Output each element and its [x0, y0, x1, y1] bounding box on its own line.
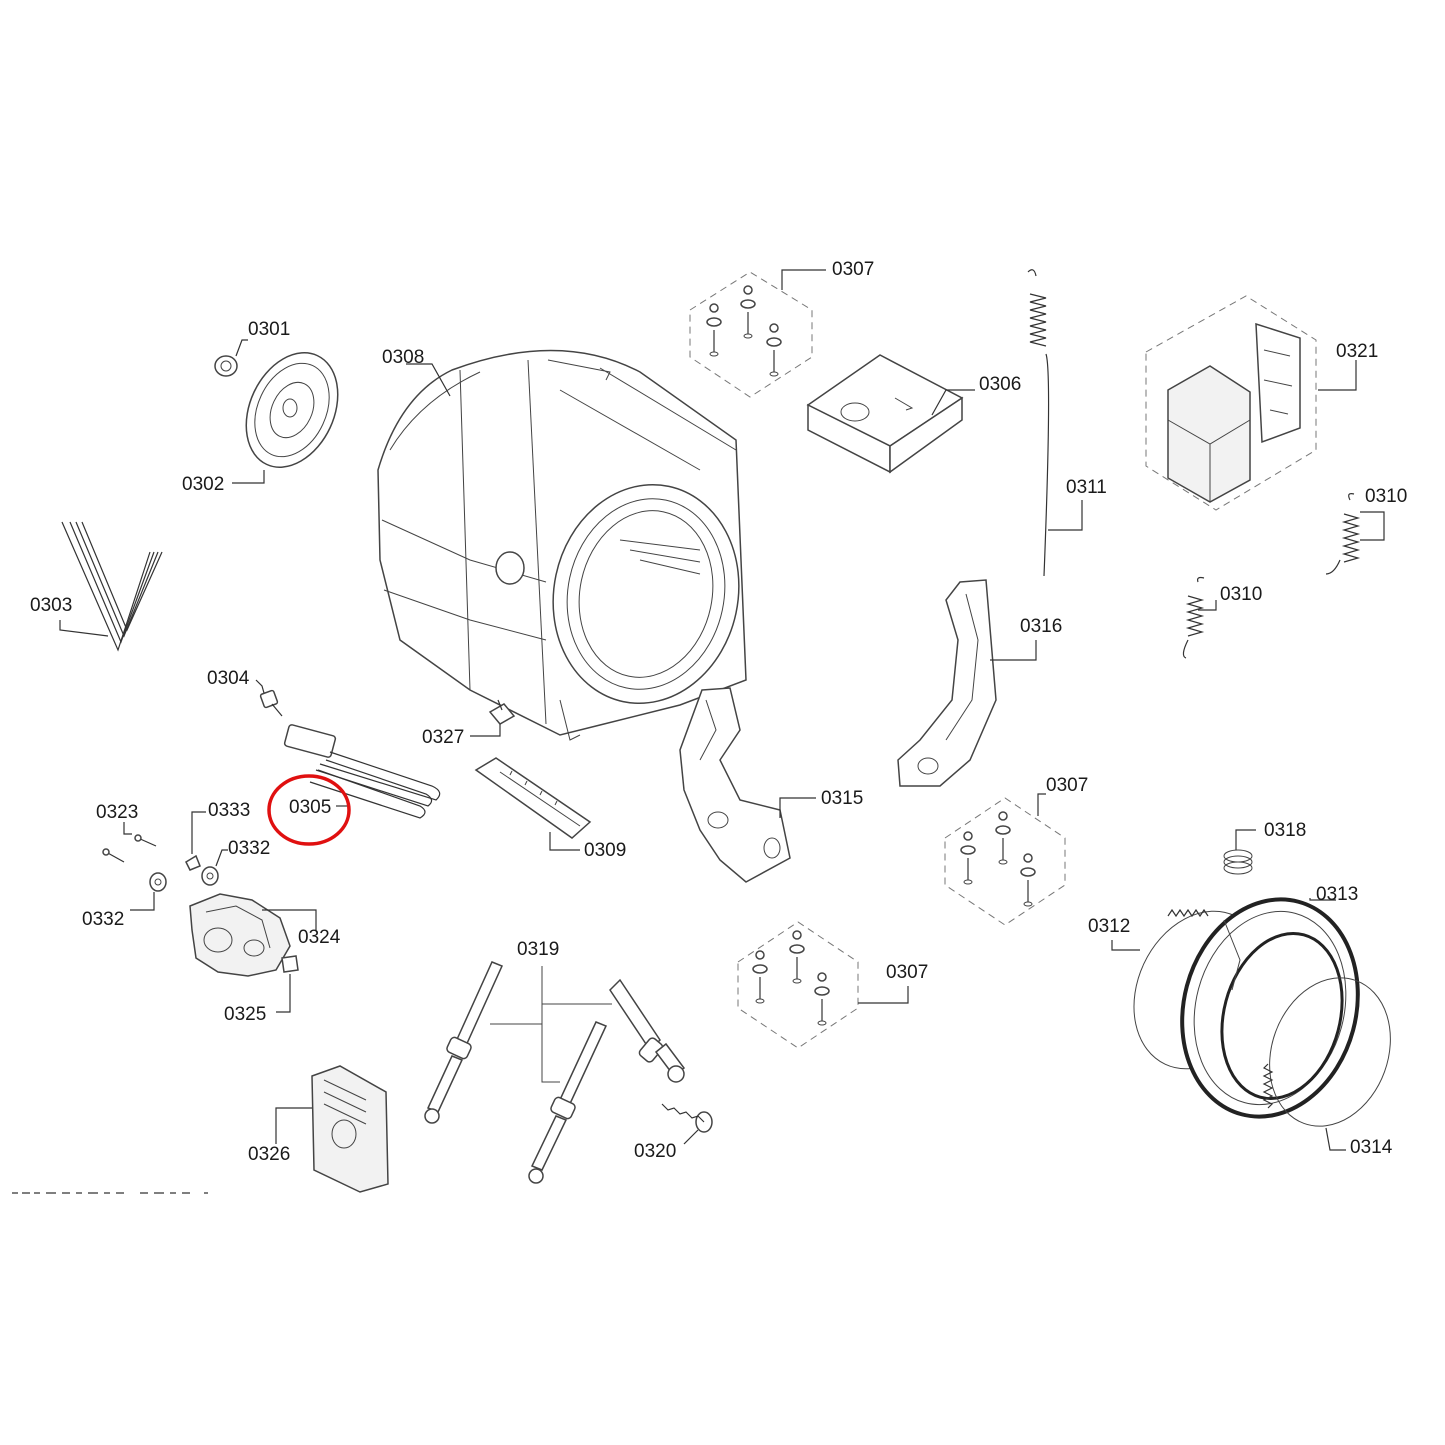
label-0306: 0306	[979, 374, 1021, 395]
part-0304-screw	[255, 679, 283, 717]
part-0323-screws	[102, 822, 157, 863]
part-0332-bushing-right	[201, 849, 228, 886]
label-0304: 0304	[207, 668, 250, 689]
part-0324-drain-pump	[189, 893, 317, 977]
part-0314-inner-clamp	[1262, 977, 1391, 1151]
label-0305: 0305	[289, 797, 331, 818]
label-0312: 0312	[1088, 916, 1130, 937]
part-0311-spring	[1027, 269, 1083, 577]
part-0305-heating-element	[283, 724, 441, 819]
label-0332-left: 0332	[82, 909, 124, 930]
part-0326-motor-board	[275, 1065, 389, 1193]
part-0310-spring-right	[1325, 493, 1385, 575]
part-0327-clip	[470, 699, 516, 737]
part-0321-control-module	[1145, 295, 1357, 511]
part-0315-counterweight	[679, 687, 816, 883]
part-0308-tub	[377, 349, 747, 741]
label-0311: 0311	[1066, 477, 1107, 498]
label-0320: 0320	[634, 1141, 676, 1162]
label-0324: 0324	[298, 927, 341, 948]
part-0301-nut	[214, 339, 248, 377]
part-0325-clip	[276, 955, 299, 1013]
part-0310-spring-middle	[1182, 576, 1217, 659]
part-0302-pulley	[232, 352, 339, 484]
label-0307-bottom: 0307	[886, 962, 928, 983]
label-0309: 0309	[584, 840, 626, 861]
part-0332-bushing-left	[130, 872, 167, 911]
part-0333-clip	[185, 811, 206, 871]
part-0307-fastener-group-bottom	[737, 921, 909, 1049]
label-0315: 0315	[821, 788, 863, 809]
part-0309-channel	[474, 757, 592, 851]
label-0326: 0326	[248, 1144, 290, 1165]
label-0318: 0318	[1264, 820, 1306, 841]
label-0308: 0308	[382, 347, 424, 368]
highlight-circle-0305	[267, 774, 351, 846]
part-0306-cover	[806, 354, 975, 474]
label-0313: 0313	[1316, 884, 1358, 905]
label-0310-right: 0310	[1365, 486, 1407, 507]
part-0307-fastener-group-middle	[944, 793, 1066, 926]
label-0301: 0301	[248, 319, 290, 340]
label-0333: 0333	[208, 800, 250, 821]
part-0319-shock-absorbers	[424, 961, 686, 1184]
part-0318-hose-clamp	[1223, 829, 1256, 875]
label-0325: 0325	[224, 1004, 266, 1025]
part-0303-belt	[59, 521, 163, 652]
label-0310-middle: 0310	[1220, 584, 1262, 605]
label-0307-top: 0307	[832, 259, 874, 280]
label-0327: 0327	[422, 727, 464, 748]
label-0323: 0323	[96, 802, 138, 823]
label-0302: 0302	[182, 474, 224, 495]
label-0314: 0314	[1350, 1137, 1393, 1158]
label-0319: 0319	[517, 939, 559, 960]
part-0313-door-gasket	[1180, 897, 1360, 1119]
part-0320-screw	[661, 1103, 713, 1145]
part-0316-counterweight	[897, 579, 1037, 787]
label-0321: 0321	[1336, 341, 1378, 362]
label-0303: 0303	[30, 595, 72, 616]
label-0316: 0316	[1020, 616, 1062, 637]
label-0332-right: 0332	[228, 838, 270, 859]
part-0307-fastener-group-top	[689, 269, 826, 398]
label-0307-middle: 0307	[1046, 775, 1088, 796]
